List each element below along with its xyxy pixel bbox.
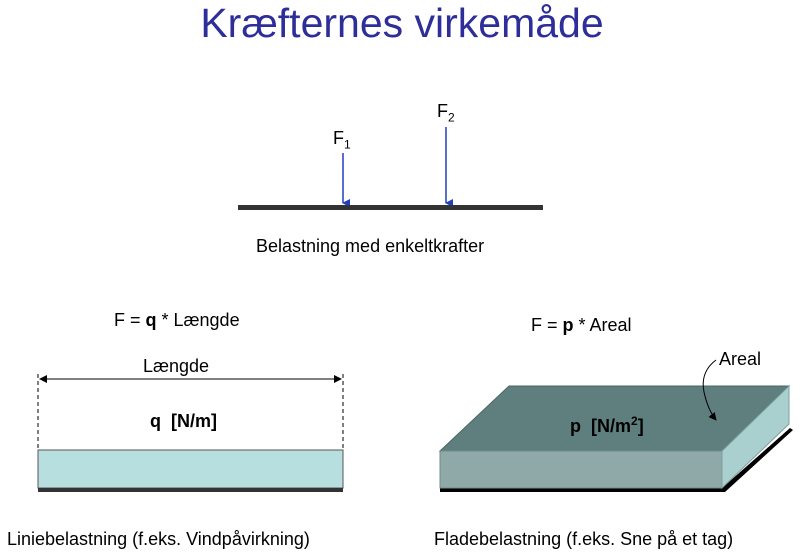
f1-label: F1 — [333, 128, 351, 152]
area-load-unit-label: p [N/m2] — [570, 414, 644, 436]
line-load-block — [37, 449, 344, 489]
slab-side-face — [721, 384, 790, 490]
line-load-formula: F = q * Længde — [114, 310, 240, 330]
area-label: Areal — [719, 349, 762, 369]
slab-front-face — [439, 450, 723, 489]
f2-label: F2 — [437, 101, 455, 125]
line-load-beam — [38, 488, 343, 492]
area-load-formula: F = p * Areal — [531, 315, 632, 335]
length-label: Længde — [143, 356, 210, 376]
line-load-unit-label: q [N/m] — [150, 411, 217, 431]
page-title: Kræfternes virkemåde — [200, 0, 604, 46]
point-load-caption: Belastning med enkeltkrafter — [256, 236, 485, 256]
area-load-caption: Fladebelastning (f.eks. Sne på et tag) — [434, 529, 734, 549]
line-load-caption: Liniebelastning (f.eks. Vindpåvirkning) — [7, 529, 310, 549]
point-load-beam — [238, 205, 543, 210]
area-leader-line — [702, 359, 717, 421]
